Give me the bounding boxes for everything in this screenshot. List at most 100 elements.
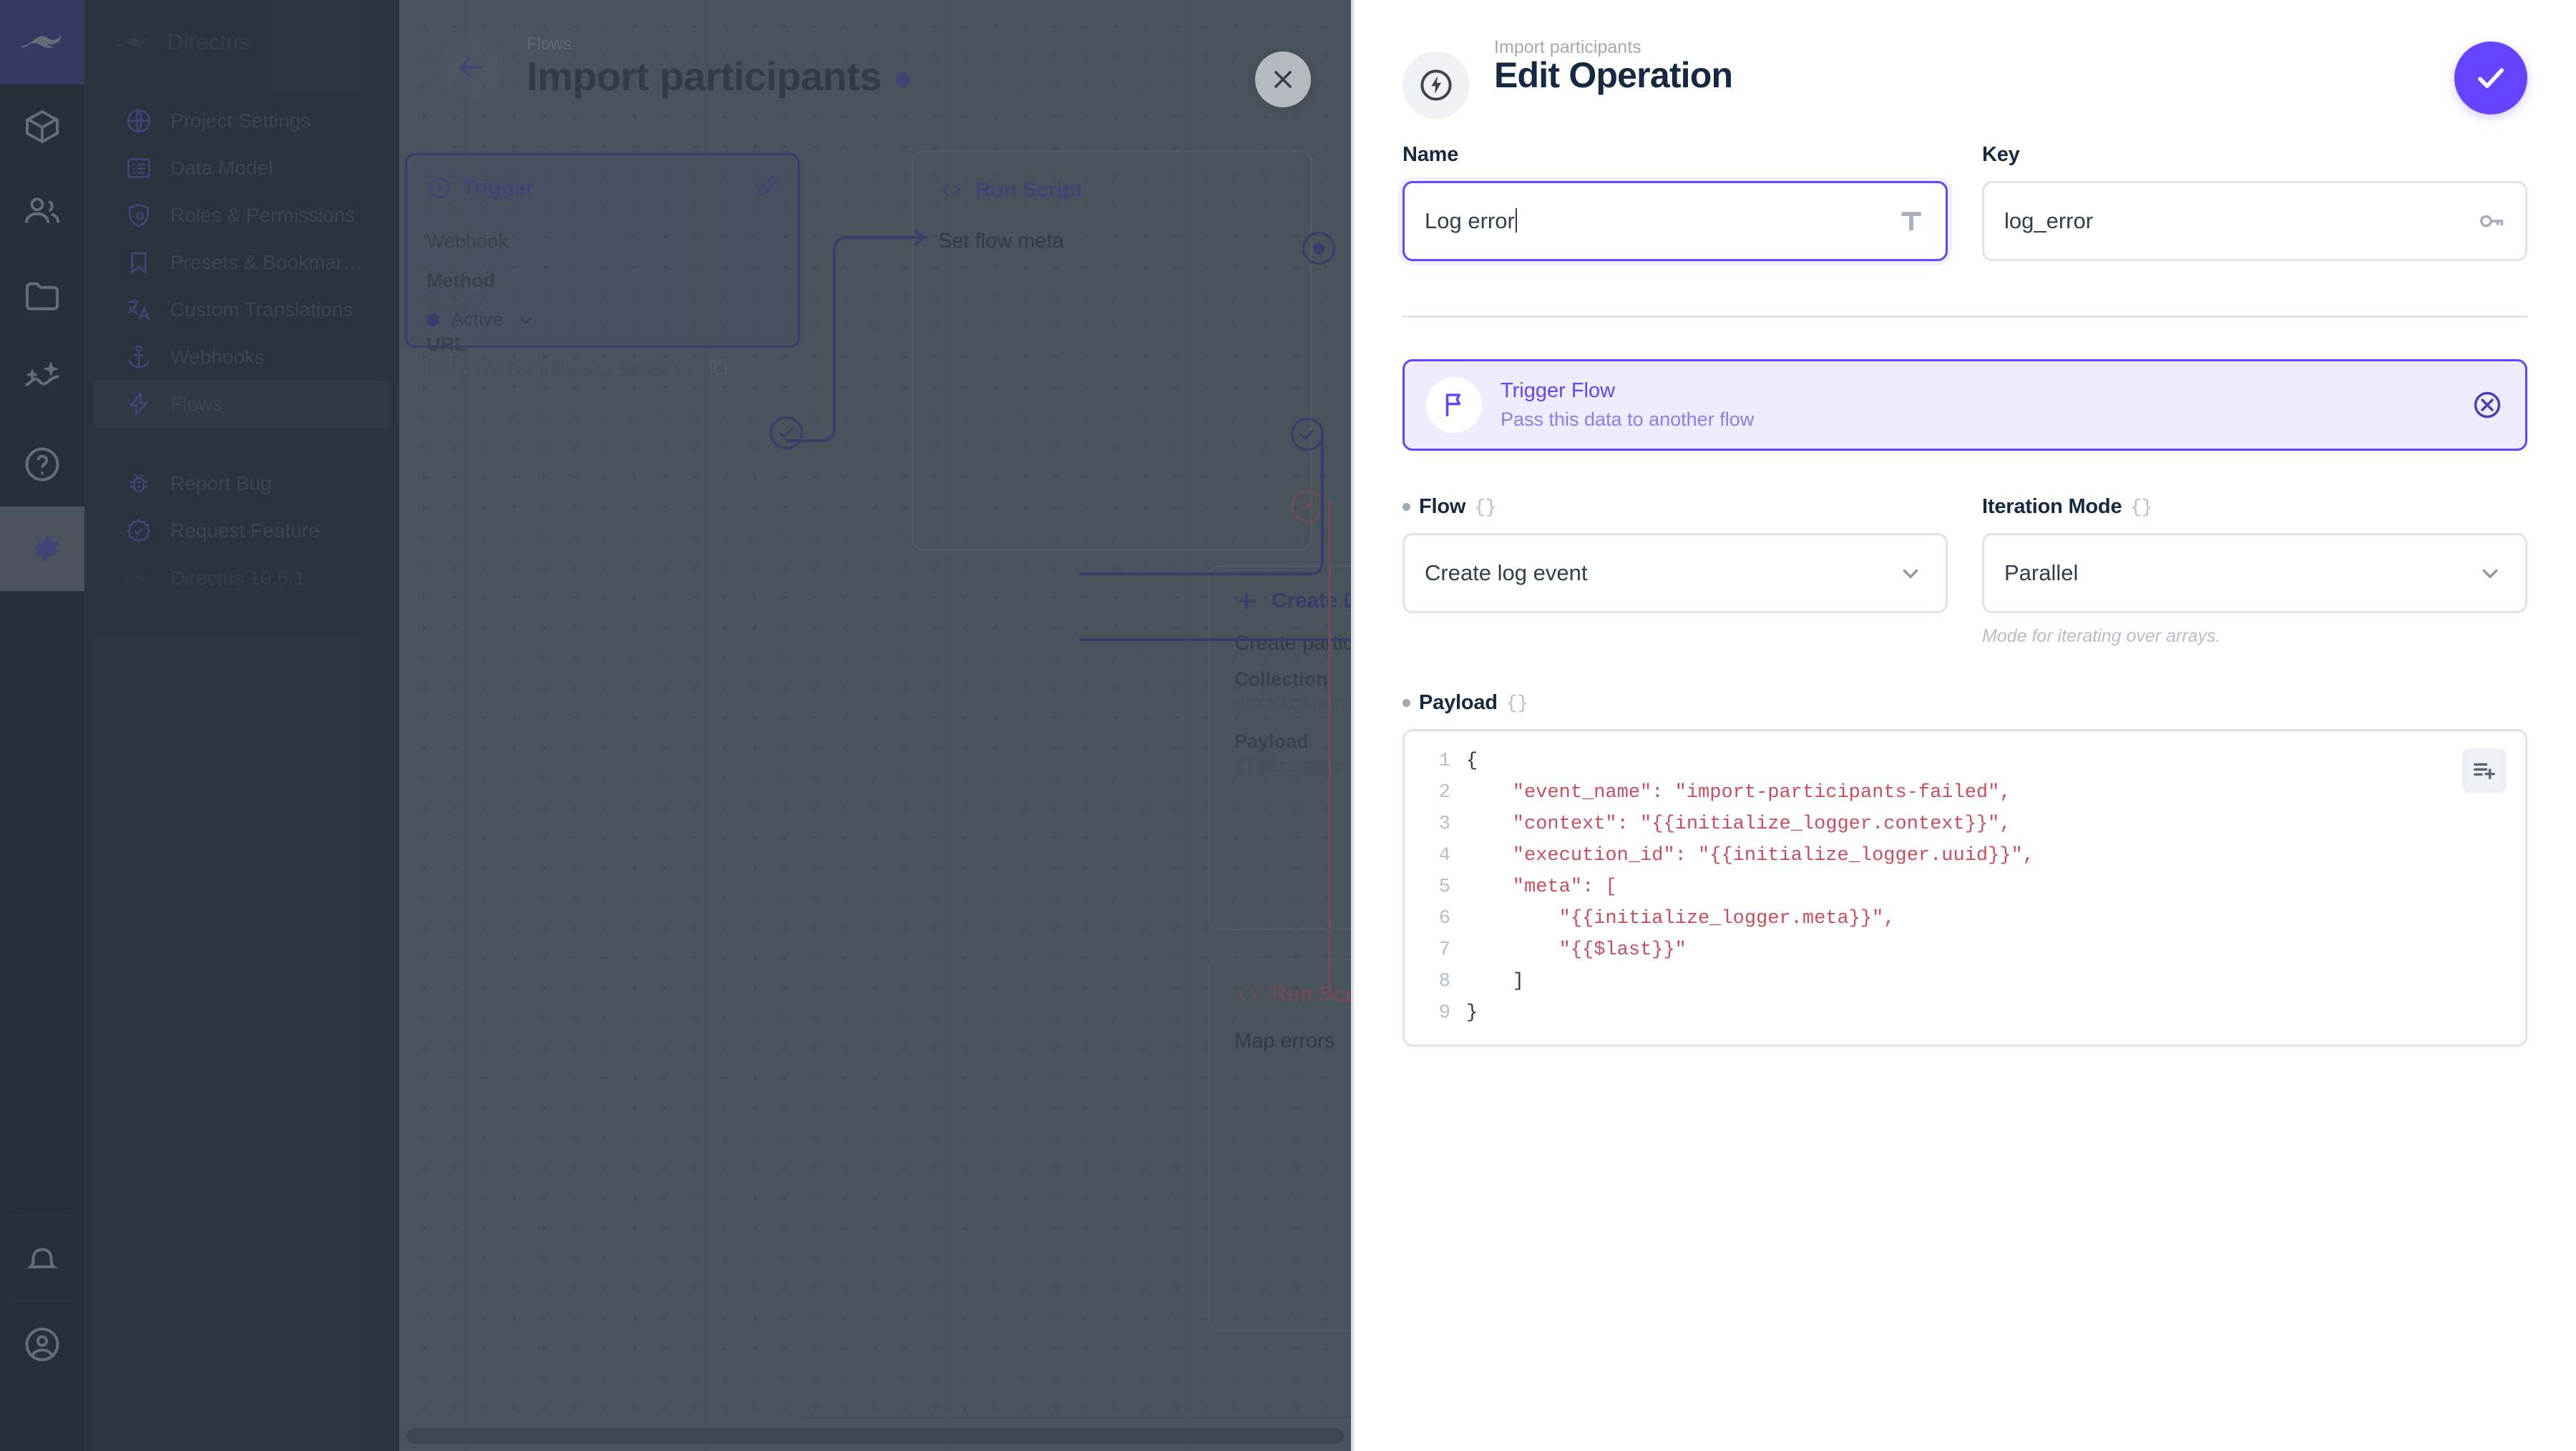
check-icon: [2478, 68, 2504, 89]
line-text: ]: [1466, 971, 1525, 992]
sidebar-item-custom-translations[interactable]: Custom Translations: [93, 286, 391, 333]
line-text: }: [1466, 1002, 1478, 1024]
bolt-circle-icon: [429, 177, 450, 199]
rail-item-insights[interactable]: [0, 338, 84, 422]
canvas-horizontal-scrollbar[interactable]: [406, 1428, 1344, 1444]
code-brackets-icon: [942, 184, 961, 197]
line-number: 5: [1438, 876, 1450, 898]
node-status-label: Active: [451, 308, 504, 330]
back-button[interactable]: [438, 34, 504, 100]
flow-label-text: Flow: [1419, 495, 1466, 518]
rail-item-settings[interactable]: [0, 507, 84, 591]
line-text: "{{$last}}": [1466, 939, 1687, 961]
rail-item-account[interactable]: [0, 1302, 84, 1387]
line-text: "{{initialize_logger.meta}}",: [1466, 908, 1896, 929]
code-line: 2 "event_name": "import-participants-fai…: [1405, 777, 2525, 808]
arrow-left-icon: [459, 57, 482, 77]
sidebar-item-data-model[interactable]: Data Model: [93, 145, 391, 192]
editor-header: Flows Import participants: [399, 0, 2576, 150]
flow-node-trigger[interactable]: Trigger Webhook Method POST URL http://l…: [402, 150, 803, 381]
rail-item-content[interactable]: [0, 84, 84, 169]
iteration-mode-label-text: Iteration Mode: [1982, 495, 2122, 518]
code-line: 8 ]: [1405, 966, 2525, 997]
required-dot: [1402, 503, 1410, 511]
required-dot: [1402, 699, 1410, 707]
bell-icon: [26, 1248, 59, 1269]
translate-icon: [123, 294, 155, 326]
verified-icon: [123, 515, 155, 547]
drawer-breadcrumb: Import participants: [1494, 37, 1641, 57]
payload-code-editor[interactable]: 1 { 2 "event_name": "import-participants…: [1402, 729, 2527, 1047]
payload-label-text: Payload: [1419, 691, 1498, 714]
operation-type-card[interactable]: Trigger Flow Pass this data to another f…: [1402, 359, 2527, 451]
close-button[interactable]: [1255, 52, 1311, 107]
pencil-icon[interactable]: [1214, 174, 1241, 207]
node-header: Trigger: [402, 150, 803, 205]
active-dot: [895, 72, 910, 87]
node-body: Map errors: [1210, 1007, 1664, 1053]
directus-rabbit-logo[interactable]: [0, 0, 84, 84]
pencil-icon[interactable]: [754, 172, 781, 205]
rabbit-logo-icon: [19, 35, 62, 48]
flow-select[interactable]: Create log event: [1402, 533, 1948, 613]
line-text: "meta": [: [1466, 876, 1617, 898]
save-button[interactable]: [2454, 41, 2527, 114]
node-row-key: Method: [426, 270, 495, 291]
sidebar-item-request-feature[interactable]: Request Feature: [93, 507, 391, 554]
rail-item-notifications[interactable]: [0, 1216, 84, 1301]
sidebar-item-presets-bookmarks[interactable]: Presets & Bookmar…: [93, 239, 391, 286]
key-input[interactable]: log_error: [1982, 181, 2527, 261]
node-header-label: Trigger: [462, 176, 535, 200]
edit-operation-drawer: Import participants Edit Operation Name …: [1351, 0, 2576, 1451]
node-input-handle[interactable]: [1302, 232, 1335, 265]
flow-field-group: Flow {} Create log event: [1402, 495, 1948, 647]
key-label: Key: [1982, 143, 2527, 167]
sidebar-item-project-settings[interactable]: Project Settings: [93, 97, 391, 145]
line-number: 3: [1438, 814, 1450, 835]
name-key-row: Name Log error Key log_error: [1402, 143, 2527, 261]
settings-sidebar: Directus Project Settings Data Model: [84, 0, 399, 1451]
iteration-mode-field-group: Iteration Mode {} Parallel Mode for iter…: [1982, 495, 2527, 647]
flag-icon: [1426, 377, 1482, 433]
people-icon: [24, 197, 60, 223]
drawer-scrim[interactable]: [0, 0, 1351, 1451]
bolt-circle-icon: [1402, 52, 1470, 119]
copy-icon[interactable]: [707, 356, 730, 382]
help-circle-icon: [25, 447, 59, 482]
sidebar-item-flows[interactable]: Flows: [93, 381, 391, 428]
editor-title: Import participants: [527, 53, 910, 99]
code-line: 1 {: [1405, 746, 2525, 777]
rail-item-users[interactable]: [0, 169, 84, 253]
playlist-add-icon[interactable]: [2462, 748, 2507, 793]
cancel-circle-icon[interactable]: [2471, 389, 2504, 421]
node-status[interactable]: Active: [426, 308, 537, 331]
sidebar-item-roles-permissions[interactable]: Roles & Permissions: [93, 192, 391, 239]
key-field-group: Key log_error: [1982, 143, 2527, 261]
rail-item-docs[interactable]: [0, 422, 84, 507]
bookmark-icon: [123, 247, 155, 278]
editor-breadcrumb[interactable]: Flows: [527, 34, 572, 54]
more-vert-icon[interactable]: [1262, 174, 1289, 207]
status-dot: [426, 313, 439, 326]
name-input[interactable]: Log error: [1402, 181, 1948, 261]
iteration-mode-select[interactable]: Parallel: [1982, 533, 2527, 613]
node-resolve-handle[interactable]: [770, 416, 803, 449]
payload-field-group: Payload {} 1 { 2 "event_name": "import-p…: [1402, 691, 2527, 1047]
rail-item-files[interactable]: [0, 253, 84, 338]
public-globe-icon: [123, 105, 155, 137]
insights-icon: [25, 361, 59, 386]
editor-title-text: Import participants: [527, 54, 882, 99]
line-number: 8: [1438, 971, 1450, 992]
line-number: 4: [1438, 845, 1450, 866]
sidebar-item-report-bug[interactable]: Report Bug: [93, 460, 391, 507]
text-format-icon: [1896, 205, 1927, 237]
iteration-mode-select-value: Parallel: [2004, 560, 2079, 585]
key-icon: [2475, 205, 2507, 237]
line-number: 2: [1438, 782, 1450, 803]
check-icon: [779, 427, 794, 439]
bug-report-icon: [123, 468, 155, 499]
node-subtitle: Map errors: [1234, 1030, 1335, 1052]
anchor-icon: [123, 341, 155, 373]
node-body: Set flow meta: [914, 207, 1310, 253]
sidebar-item-webhooks[interactable]: Webhooks: [93, 333, 391, 381]
